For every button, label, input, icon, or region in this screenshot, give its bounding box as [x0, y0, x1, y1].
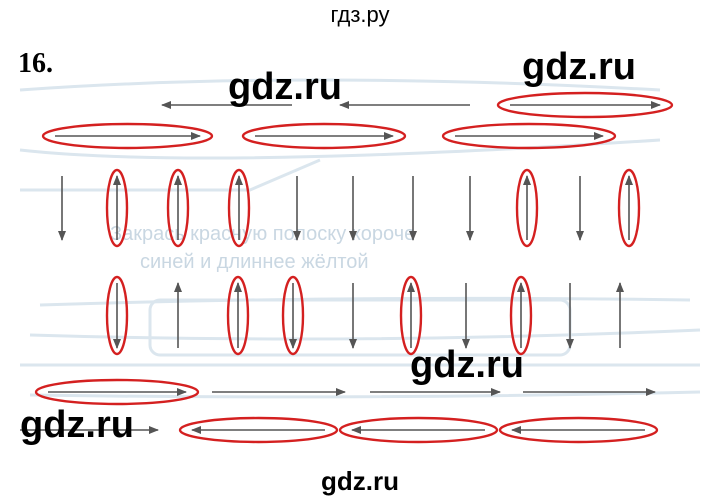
red-ellipse-mark [617, 168, 641, 248]
watermark-2: gdz.ru [522, 46, 636, 88]
watermark-3: gdz.ru [410, 344, 524, 386]
red-ellipse-mark [41, 122, 214, 150]
red-ellipse-mark [105, 168, 129, 248]
task-number: 16. [18, 48, 53, 79]
background-text-line2: синей и длиннее жёлтой [140, 251, 369, 273]
red-ellipse-mark [441, 122, 617, 150]
red-ellipse-mark [226, 275, 250, 356]
red-ellipse-mark [105, 275, 129, 356]
red-ellipse-mark [509, 275, 533, 356]
red-ellipse-mark [515, 168, 539, 248]
red-ellipse-mark [34, 378, 200, 406]
red-ellipse-mark [399, 275, 423, 356]
red-ellipse-mark [241, 122, 407, 150]
red-ellipse-mark [498, 416, 659, 444]
watermark-1: gdz.ru [228, 66, 342, 108]
site-footer: gdz.ru [321, 466, 399, 496]
site-header: гдз.ру [330, 2, 390, 27]
red-ellipse-mark [496, 91, 674, 119]
red-ellipse-mark [227, 168, 251, 248]
red-ellipse-mark [166, 168, 190, 248]
red-ellipse-mark [338, 416, 499, 444]
watermark-4: gdz.ru [20, 404, 134, 446]
red-ellipse-mark [178, 416, 339, 444]
red-ellipse-mark [281, 275, 305, 356]
